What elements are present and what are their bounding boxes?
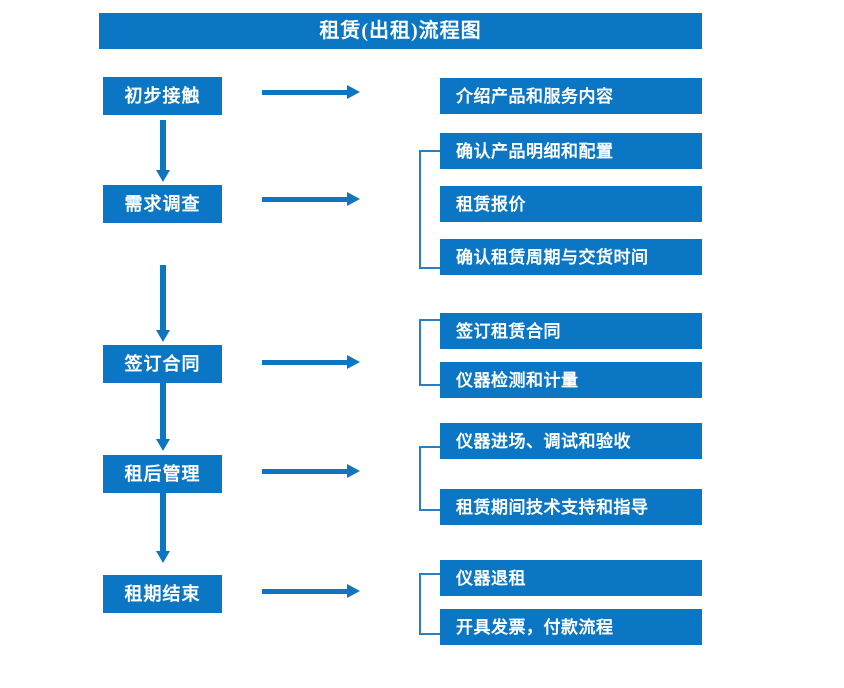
detail-box-2-2[interactable]: 租赁报价	[440, 186, 702, 222]
connector-arrow-2-to-3	[156, 265, 170, 342]
stage-label: 签订合同	[124, 354, 201, 374]
connector-arrow-1-to-2	[156, 120, 170, 182]
detail-box-4-1[interactable]: 仪器进场、调试和验收	[440, 423, 702, 459]
stage-box-initial-contact[interactable]: 初步接触	[103, 77, 222, 115]
stage-box-needs-survey[interactable]: 需求调查	[103, 185, 222, 223]
detail-label: 租赁报价	[456, 194, 526, 214]
detail-box-4-2[interactable]: 租赁期间技术支持和指导	[440, 489, 702, 525]
group-bracket-2	[419, 150, 440, 269]
detail-box-5-2[interactable]: 开具发票，付款流程	[440, 609, 702, 645]
stage-label: 租期结束	[124, 584, 201, 604]
detail-box-3-2[interactable]: 仪器检测和计量	[440, 362, 702, 398]
arrow-head	[156, 551, 170, 563]
stage-box-sign-contract[interactable]: 签订合同	[103, 345, 222, 383]
detail-box-1-1[interactable]: 介绍产品和服务内容	[440, 78, 702, 114]
arrow-stage-to-details-4	[262, 464, 360, 478]
detail-label: 仪器退租	[456, 568, 526, 588]
arrow-stage-to-details-1	[262, 85, 360, 99]
arrow-shaft	[160, 265, 166, 330]
arrow-head	[347, 464, 360, 478]
detail-label: 开具发票，付款流程	[456, 617, 614, 637]
detail-label: 签订租赁合同	[456, 321, 561, 341]
detail-label: 仪器进场、调试和验收	[456, 431, 631, 451]
arrow-shaft	[262, 589, 348, 594]
arrow-shaft	[262, 360, 348, 365]
stage-label: 租后管理	[124, 464, 201, 484]
detail-box-5-1[interactable]: 仪器退租	[440, 560, 702, 596]
stage-box-post-rental-management[interactable]: 租后管理	[103, 455, 222, 493]
detail-label: 确认租赁周期与交货时间	[456, 247, 649, 267]
arrow-head	[156, 330, 170, 342]
detail-box-3-1[interactable]: 签订租赁合同	[440, 313, 702, 349]
detail-box-2-1[interactable]: 确认产品明细和配置	[440, 133, 702, 169]
arrow-stage-to-details-3	[262, 355, 360, 369]
connector-arrow-3-to-4	[156, 383, 170, 451]
arrow-shaft	[262, 197, 348, 202]
arrow-shaft	[160, 493, 166, 551]
arrow-shaft	[262, 469, 348, 474]
arrow-shaft	[160, 120, 166, 170]
group-bracket-5	[419, 573, 440, 635]
stage-label: 初步接触	[124, 86, 201, 106]
arrow-head	[347, 355, 360, 369]
detail-label: 仪器检测和计量	[456, 370, 579, 390]
group-bracket-3	[419, 319, 440, 386]
arrow-head	[347, 85, 360, 99]
arrow-shaft	[160, 383, 166, 439]
arrow-stage-to-details-5	[262, 584, 360, 598]
arrow-head	[156, 439, 170, 451]
detail-label: 租赁期间技术支持和指导	[456, 497, 649, 517]
detail-label: 确认产品明细和配置	[456, 141, 614, 161]
detail-label: 介绍产品和服务内容	[456, 86, 614, 106]
arrow-head	[347, 192, 360, 206]
diagram-title: 租赁(出租)流程图	[319, 20, 482, 42]
arrow-shaft	[262, 90, 348, 95]
stage-box-lease-end[interactable]: 租期结束	[103, 575, 222, 613]
connector-arrow-4-to-5	[156, 493, 170, 563]
detail-box-2-3[interactable]: 确认租赁周期与交货时间	[440, 239, 702, 275]
arrow-head	[156, 170, 170, 182]
stage-label: 需求调查	[124, 194, 201, 214]
arrow-stage-to-details-2	[262, 192, 360, 206]
group-bracket-4	[419, 446, 440, 511]
diagram-title-banner: 租赁(出租)流程图	[99, 13, 702, 49]
arrow-head	[347, 584, 360, 598]
